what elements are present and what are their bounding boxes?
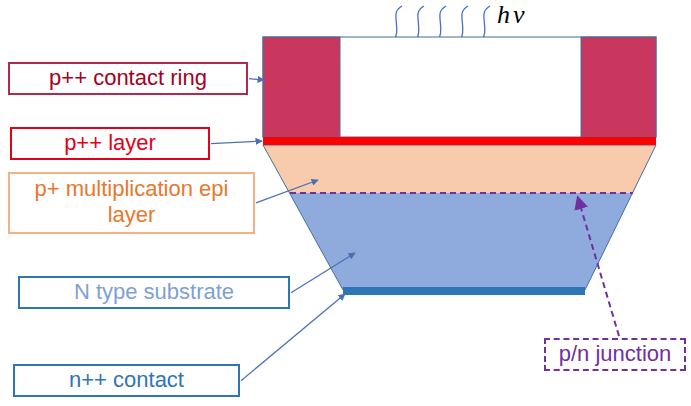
label-text: p++ layer [20, 130, 200, 156]
contact-ring-right [581, 37, 656, 137]
label-text: p/n junction [554, 341, 676, 367]
junction-leader [578, 198, 619, 336]
label-text: n++ contact [23, 367, 230, 393]
contact-ring-left [263, 37, 340, 137]
optical-window [263, 37, 656, 137]
leader-line [256, 180, 318, 203]
label-text: p+ multiplication epi layer [22, 176, 241, 229]
chip-outline [263, 145, 656, 290]
leader-line [211, 141, 262, 144]
epi-layer [263, 145, 656, 193]
photon-energy-label: hν [497, 0, 528, 30]
junction-line [290, 192, 633, 194]
label-box: p++ layer [10, 127, 210, 160]
leader-line [291, 253, 355, 293]
label-box: n++ contact [13, 364, 240, 397]
label-box: p++ contact ring [8, 62, 248, 95]
leader-line [249, 79, 264, 80]
label-box: N type substrate [18, 276, 290, 309]
label-box: p+ multiplication epi layer [8, 172, 255, 234]
n-contact [343, 287, 585, 295]
p-layer [263, 137, 656, 145]
label-box: p/n junction [544, 338, 686, 371]
label-text: p++ contact ring [18, 65, 238, 91]
label-text: N type substrate [28, 279, 280, 305]
